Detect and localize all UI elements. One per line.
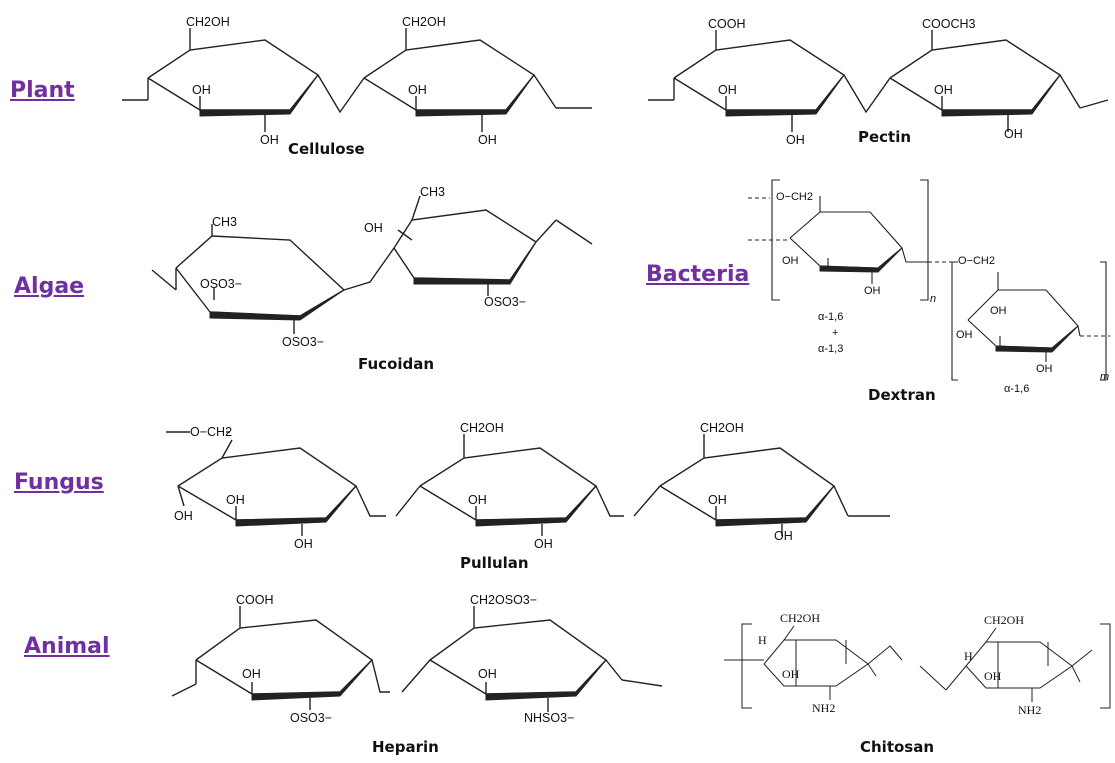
pullulan-structure (166, 431, 890, 536)
group-label: OH (786, 133, 805, 147)
group-label: OH (192, 83, 211, 97)
group-label: OH (718, 83, 737, 97)
dextran-structure (748, 179, 1110, 381)
group-label: NH2 (1018, 703, 1042, 717)
group-label: CH2OH (186, 15, 230, 29)
group-label: OH (1036, 363, 1053, 375)
group-label: OH (934, 83, 953, 97)
group-label: CH2OH (984, 613, 1025, 627)
group-label: O−CH2 (958, 255, 995, 267)
molecule-name-pectin: Pectin (858, 128, 912, 146)
group-label: OSO3− (290, 711, 333, 725)
category-animal: Animal (24, 634, 110, 659)
group-label: COOH (708, 17, 746, 31)
group-label: OH (864, 285, 881, 297)
pectin-structure (648, 30, 1109, 132)
group-label: NHSO3− (524, 711, 575, 725)
molecule-name-chitosan: Chitosan (860, 738, 935, 756)
group-label: OH (364, 221, 383, 235)
linkage-label: α-1,6 (818, 311, 844, 323)
molecule-name-heparin: Heparin (372, 738, 439, 756)
group-label: COOCH3 (922, 17, 976, 31)
group-label: CH2OSO3− (470, 593, 538, 607)
molecule-name-fucoidan: Fucoidan (358, 355, 435, 373)
molecule-name-cellulose: Cellulose (288, 140, 365, 158)
group-label: CH2OH (700, 421, 744, 435)
group-label: OH (260, 133, 279, 147)
group-label: COOH (236, 593, 274, 607)
group-label: OSO3− (484, 295, 527, 309)
group-label: OH (1004, 127, 1023, 141)
group-label: CH2OH (460, 421, 504, 435)
subscript-m: m (1100, 371, 1110, 383)
group-label: OH (956, 329, 973, 341)
group-label: CH3 (420, 185, 446, 199)
cellulose-structure (122, 28, 592, 132)
linkage-label: + (832, 327, 839, 339)
subscript-n: n (930, 293, 937, 305)
chitosan-structure (724, 623, 1111, 709)
group-label: OH (984, 669, 1002, 683)
fucoidan-structure (151, 195, 593, 334)
group-label: CH3 (212, 215, 238, 229)
group-label: OH (708, 493, 727, 507)
heparin-structure (171, 606, 663, 712)
group-label: OSO3− (282, 335, 325, 349)
group-label: H (964, 649, 973, 663)
group-label: CH2OH (780, 611, 821, 625)
group-label: OSO3− (200, 277, 243, 291)
group-label: OH (782, 667, 800, 681)
group-label: O−CH2 (190, 425, 233, 439)
group-label: OH (534, 537, 553, 551)
molecule-name-pullulan: Pullulan (460, 554, 529, 572)
category-algae: Algae (14, 274, 85, 299)
group-label: OH (226, 493, 245, 507)
group-label: OH (408, 83, 427, 97)
group-label: OH (294, 537, 313, 551)
group-label: OH (774, 529, 793, 543)
group-label: OH (174, 509, 193, 523)
group-label: CH2OH (402, 15, 446, 29)
group-label: H (758, 633, 767, 647)
group-label: O−CH2 (776, 191, 813, 203)
group-label: OH (782, 255, 799, 267)
category-fungus: Fungus (14, 470, 104, 495)
group-label: OH (468, 493, 487, 507)
linkage-label: α-1,3 (818, 343, 844, 355)
group-label: NH2 (812, 701, 836, 715)
group-label: OH (478, 133, 497, 147)
molecule-name-dextran: Dextran (868, 386, 936, 404)
category-plant: Plant (10, 78, 75, 103)
group-label: OH (242, 667, 261, 681)
group-label: OH (478, 667, 497, 681)
group-label: OH (990, 305, 1007, 317)
category-bacteria: Bacteria (646, 262, 750, 287)
linkage-label: α-1,6 (1004, 383, 1030, 395)
